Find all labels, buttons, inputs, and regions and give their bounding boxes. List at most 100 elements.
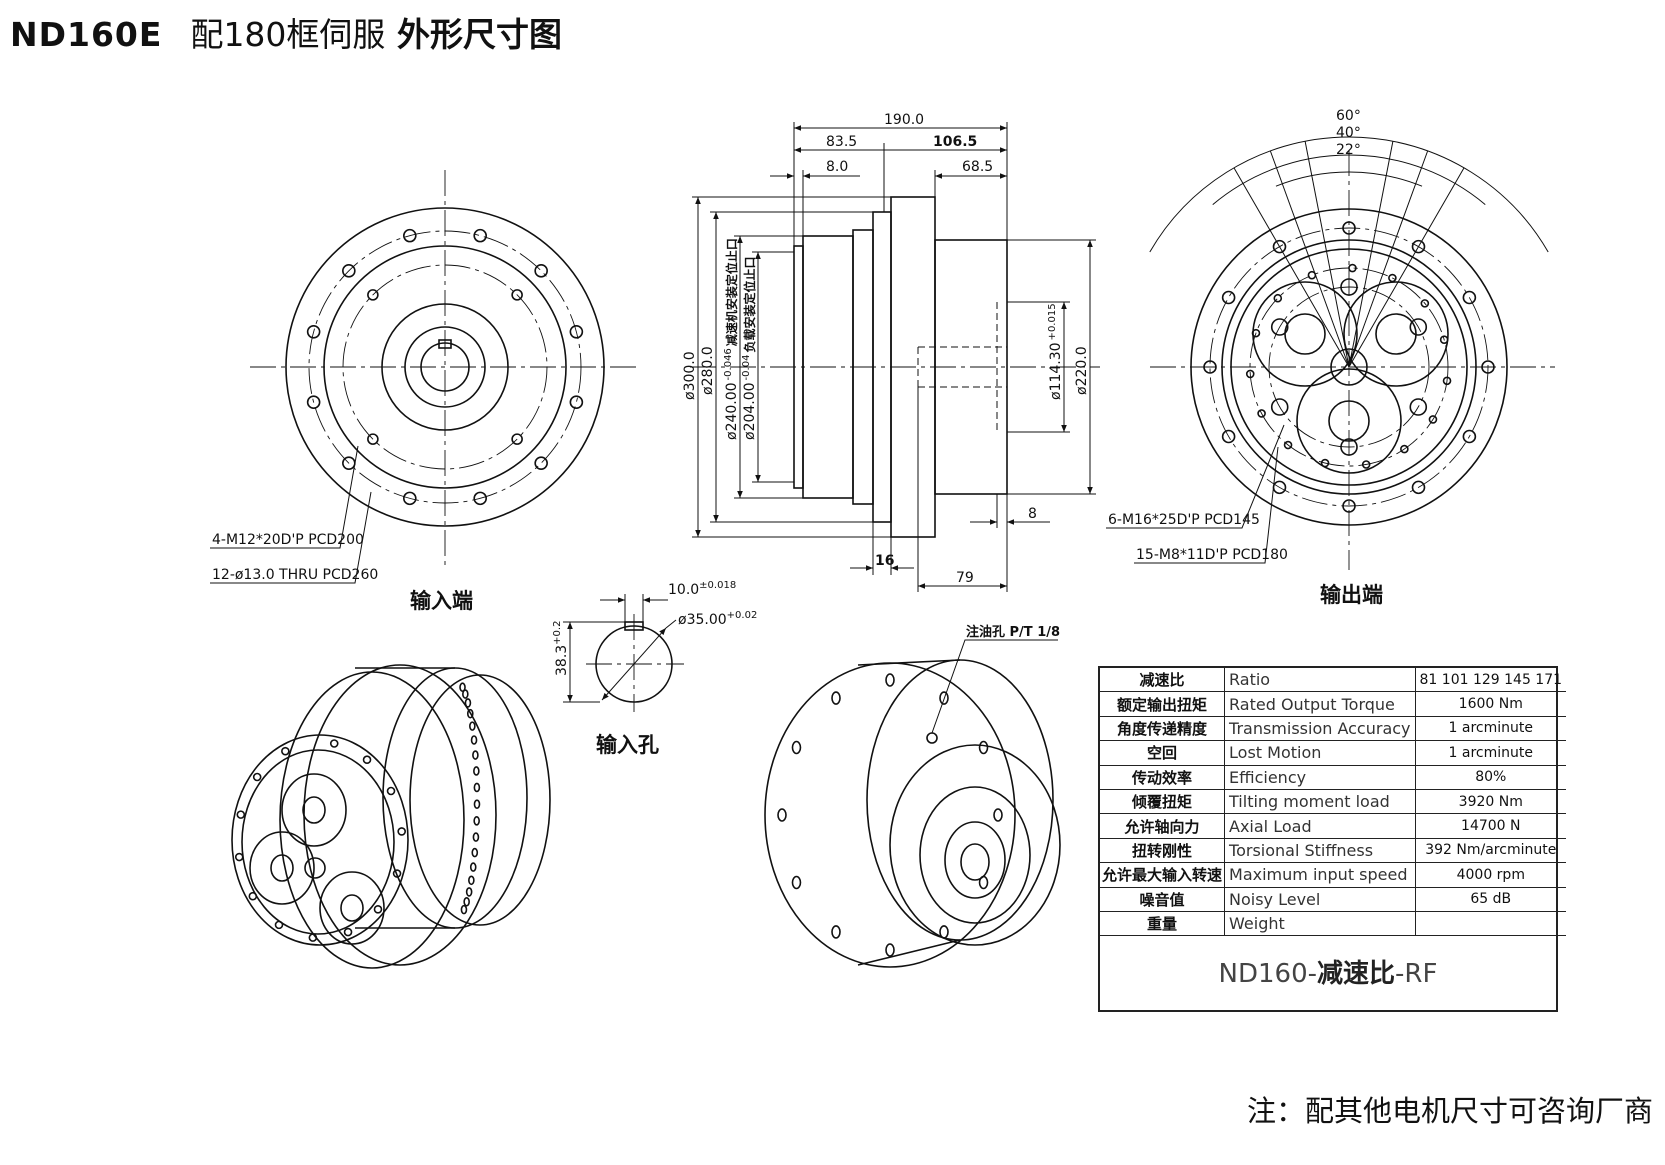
- iso-input-face: [231, 734, 409, 946]
- input-end-label: 输入端: [410, 589, 473, 613]
- spec-value: 14700 N: [1414, 813, 1567, 839]
- planet-bore: [1375, 313, 1417, 355]
- iso-rim-hole: [777, 808, 787, 822]
- iso-rim-hole: [831, 925, 841, 939]
- m8-hole: [1361, 460, 1371, 469]
- iso-input-rim-holes: [234, 682, 481, 942]
- model-name: ND160E: [10, 15, 163, 54]
- iso-rim-hole: [386, 786, 396, 796]
- spec-label-en: Tilting moment load: [1224, 788, 1416, 815]
- spec-label-en: Axial Load: [1224, 813, 1416, 839]
- angle-ray: [1269, 150, 1350, 368]
- outer-hole: [1203, 360, 1217, 374]
- iso-planet-bore: [340, 894, 364, 922]
- iso-rim-hole: [472, 750, 479, 760]
- oil-port-label: 注油孔 P/T 1/8: [966, 624, 1060, 640]
- planet-gear: [1296, 368, 1402, 474]
- input-outer-flange: [285, 207, 605, 527]
- m16-hole: [1340, 438, 1358, 456]
- spec-value: 3920 Nm: [1414, 788, 1567, 815]
- spec-value: 1 arcminute: [1414, 715, 1567, 742]
- m16-hole: [1409, 318, 1428, 336]
- spec-label-zh: 额定输出扭矩: [1100, 691, 1226, 717]
- dim-dia-240: ø240.00-0.046减速机安装定位止口: [723, 238, 740, 440]
- iso-rim-hole: [473, 782, 481, 793]
- dim-dia-204: ø204.00-0.04负载安装定位止口: [741, 257, 758, 440]
- dim-dia-114: ø114.30+0.015: [1047, 303, 1064, 400]
- iso-rim-hole: [993, 808, 1003, 822]
- planet-bore: [1328, 400, 1370, 442]
- isometric-input-view: [231, 664, 551, 969]
- bore-diameter: ø35.00+0.02: [678, 610, 757, 628]
- dim-flange-16: 16: [875, 553, 894, 569]
- thru-hole: [306, 395, 321, 409]
- iso-output-rim-holes: [777, 673, 1003, 957]
- model-code-prefix: ND160-: [1218, 959, 1318, 989]
- outer-hole: [1342, 499, 1356, 513]
- m8-hole: [1420, 299, 1430, 308]
- outer-hole: [1462, 290, 1477, 305]
- angle-ray: [1304, 141, 1350, 368]
- thru-hole: [473, 491, 487, 506]
- iso-rim-hole: [462, 689, 469, 699]
- thru-hole: [403, 491, 417, 506]
- iso-rim-hole: [236, 810, 246, 819]
- angle-ray: [1233, 167, 1350, 368]
- angle-rays: [1149, 136, 1549, 368]
- outer-hole: [1342, 221, 1356, 235]
- iso-rim-hole: [791, 875, 802, 890]
- spec-label-en: Noisy Level: [1224, 886, 1416, 912]
- output-end-view: 60° 40° 22° 6-M16*25D'P PCD145 15-M8*11D…: [1106, 108, 1555, 607]
- output-m16-holes: [1270, 278, 1428, 456]
- outer-hole: [1221, 290, 1236, 305]
- spec-value: 4000 rpm: [1414, 862, 1567, 888]
- m16-hole: [1340, 278, 1358, 296]
- iso-rim-hole: [252, 772, 262, 782]
- iso-rim-hole: [939, 691, 949, 705]
- model-code-ratio: 减速比: [1317, 959, 1396, 989]
- iso-rim-hole: [471, 847, 479, 858]
- planet-bore: [1284, 313, 1326, 355]
- m8-hole: [1251, 328, 1261, 338]
- spec-value: 1600 Nm: [1414, 691, 1567, 717]
- m8-hole: [1245, 369, 1255, 379]
- angle-arc: [1212, 154, 1486, 205]
- dim-right-section: 106.5: [933, 134, 977, 150]
- iso-rim-hole: [460, 904, 468, 915]
- input-bore: [420, 342, 470, 392]
- dim-dia-300: ø300.0: [682, 351, 698, 400]
- outer-hole: [1411, 480, 1426, 495]
- spec-label-en: Ratio: [1224, 668, 1416, 693]
- iso-rim-hole: [885, 943, 895, 957]
- m16-hole: [1409, 398, 1428, 416]
- iso-rim-hole: [473, 799, 481, 809]
- iso-rim-hole: [465, 887, 473, 897]
- dim-dia-220: ø220.0: [1074, 346, 1090, 395]
- output-outer-holes: [1203, 221, 1495, 513]
- output-end-label: 输出端: [1320, 583, 1383, 607]
- iso-rim-hole: [468, 875, 475, 886]
- iso-output-shaft: [919, 786, 1031, 924]
- angle-ray: [1348, 141, 1394, 368]
- iso-planet-bore: [270, 854, 294, 882]
- spec-label-en: Weight: [1224, 910, 1416, 937]
- angle-22: 22°: [1336, 142, 1361, 158]
- spec-value: 392 Nm/arcminute: [1414, 837, 1567, 864]
- iso-rim-hole: [470, 735, 478, 745]
- spec-label-zh: 角度传递精度: [1100, 715, 1226, 742]
- iso-rim-hole: [978, 875, 989, 890]
- iso-planet-bore: [302, 796, 326, 824]
- m8-hole: [1428, 415, 1438, 424]
- thru-hole: [403, 228, 417, 243]
- dim-output-shaft: 68.5: [962, 159, 993, 175]
- iso-rim-hole: [392, 869, 402, 878]
- output-m8-holes: [1245, 263, 1452, 469]
- dim-length-79: 79: [956, 570, 974, 586]
